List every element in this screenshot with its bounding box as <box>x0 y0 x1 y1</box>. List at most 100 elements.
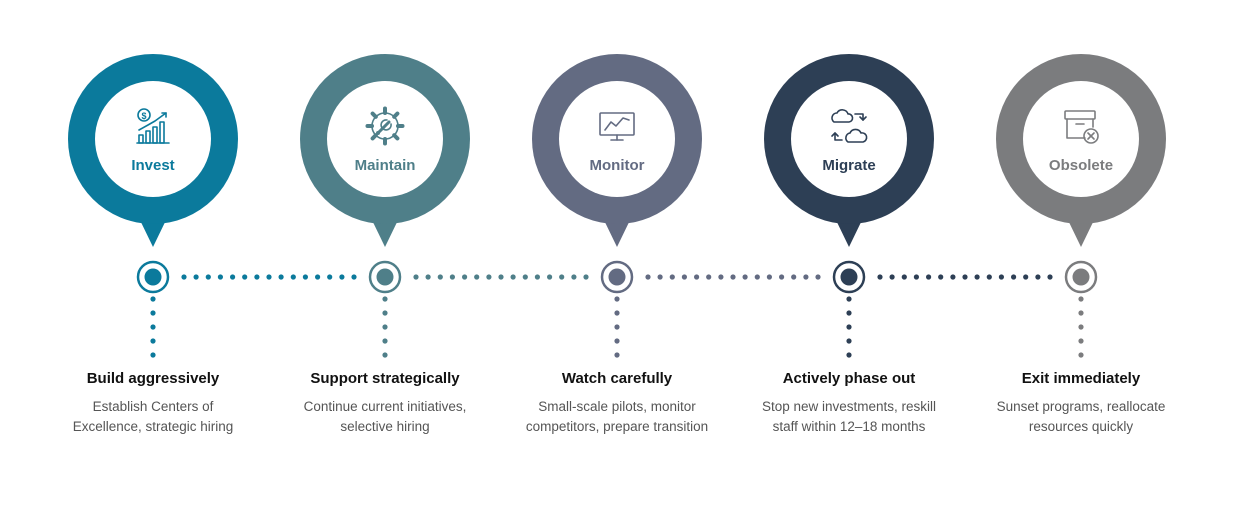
vertical-connector <box>150 296 156 358</box>
stage-pin-maintain <box>300 54 470 358</box>
description-line: Small-scale pilots, monitor <box>538 399 696 414</box>
connector-dot <box>1078 296 1084 302</box>
stage-label: Obsolete <box>1048 157 1114 174</box>
connector-dot <box>150 310 156 316</box>
connector-dot <box>846 310 852 316</box>
connector-dot <box>694 274 700 280</box>
description-line: Sunset programs, reallocate <box>996 399 1166 414</box>
connector-dot <box>1078 338 1084 344</box>
connector-dot <box>382 352 388 358</box>
pin-inner-disc <box>791 81 907 197</box>
connector-dot <box>1011 274 1017 280</box>
stage-description: Sunset programs, reallocate resources qui… <box>966 397 1196 437</box>
connector-dot <box>217 274 223 280</box>
gear-wrench-icon <box>365 106 405 146</box>
pin-pointer <box>138 216 168 247</box>
description-line: Stop new investments, reskill <box>761 399 937 414</box>
connector-dot <box>877 274 883 280</box>
vertical-connector <box>382 296 388 358</box>
connector-dot <box>181 274 187 280</box>
connector-dot <box>815 274 821 280</box>
monitor-chart-icon <box>599 112 635 141</box>
connector-dot <box>1078 310 1084 316</box>
vertical-connector <box>614 296 620 358</box>
connector-dot <box>998 274 1005 280</box>
connector-dot <box>901 274 907 280</box>
connector-dot <box>706 274 712 280</box>
description-line: resources quickly <box>1028 419 1134 434</box>
connector-dot <box>150 352 156 358</box>
connector-dot <box>846 352 852 358</box>
connector-dot <box>205 274 211 280</box>
cloud-sync-icon <box>831 109 868 143</box>
pin-inner-disc <box>1023 81 1139 197</box>
connector-dot <box>242 274 248 280</box>
stage-heading: Exit immediately <box>1021 370 1141 387</box>
connector-dot <box>913 274 920 280</box>
connector-dot <box>614 296 620 302</box>
connector-dot <box>571 274 577 280</box>
svg-text:$: $ <box>141 111 146 121</box>
connector-dot <box>614 352 620 358</box>
timeline-marker-core <box>144 268 162 286</box>
connector-dot <box>339 274 345 280</box>
connector-dot <box>254 274 260 280</box>
stage-heading: Support strategically <box>310 370 460 387</box>
connector-dot <box>1035 274 1041 280</box>
connector-dot <box>986 274 992 280</box>
connector-dot <box>889 274 895 280</box>
stage-pin-monitor <box>532 54 702 358</box>
connector-dot <box>266 274 272 280</box>
connector-dot <box>230 274 236 280</box>
timeline-marker-core <box>1072 268 1090 286</box>
timeline-marker-core <box>608 268 626 286</box>
connector-dot <box>302 274 308 280</box>
connector-dot <box>290 274 296 280</box>
connector-dot <box>779 274 785 280</box>
timeline-connector <box>877 274 1053 280</box>
connector-dot <box>926 274 932 280</box>
stage-description: Continue current initiatives,selective h… <box>270 397 500 437</box>
connector-dot <box>425 274 431 280</box>
description-line: Excellence, strategic hiring <box>72 419 234 434</box>
connector-dot <box>382 338 388 344</box>
timeline-marker-core <box>376 268 394 286</box>
connector-dot <box>614 324 620 330</box>
connector-dot <box>657 274 663 280</box>
timeline-connector <box>181 274 357 280</box>
connector-dot <box>938 274 944 280</box>
stage-heading: Actively phase out <box>782 370 916 387</box>
connector-dot <box>510 274 516 280</box>
vertical-connector <box>846 296 852 358</box>
connector-dot <box>1078 324 1084 330</box>
connector-dot <box>645 274 651 280</box>
timeline-connector <box>413 274 589 280</box>
stage-pin-obsolete <box>996 54 1166 358</box>
description-line: competitors, prepare transition <box>525 419 709 434</box>
connector-dot <box>150 296 156 302</box>
stage-label: Maintain <box>354 157 416 174</box>
connector-dot <box>583 274 589 280</box>
connector-dot <box>486 274 492 280</box>
connector-dot <box>754 274 760 280</box>
connector-dot <box>559 274 565 280</box>
stage-description: Small-scale pilots, monitor competitors, … <box>502 397 732 437</box>
connector-dot <box>718 274 724 280</box>
connector-dot <box>449 274 455 280</box>
connector-dot <box>382 324 388 330</box>
archive-box-remove-icon <box>1064 110 1099 144</box>
connector-dot <box>614 338 620 344</box>
timeline-marker-core <box>840 268 858 286</box>
connector-dot <box>327 274 333 280</box>
connector-dot <box>962 274 968 280</box>
connector-dot <box>382 310 388 316</box>
connector-dot <box>474 274 480 280</box>
stage-label: Invest <box>131 157 175 174</box>
pin-pointer <box>1066 216 1096 247</box>
connector-dot <box>534 274 541 280</box>
connector-dot <box>681 274 688 280</box>
connector-dot <box>315 274 321 280</box>
connector-dot <box>1078 352 1084 358</box>
